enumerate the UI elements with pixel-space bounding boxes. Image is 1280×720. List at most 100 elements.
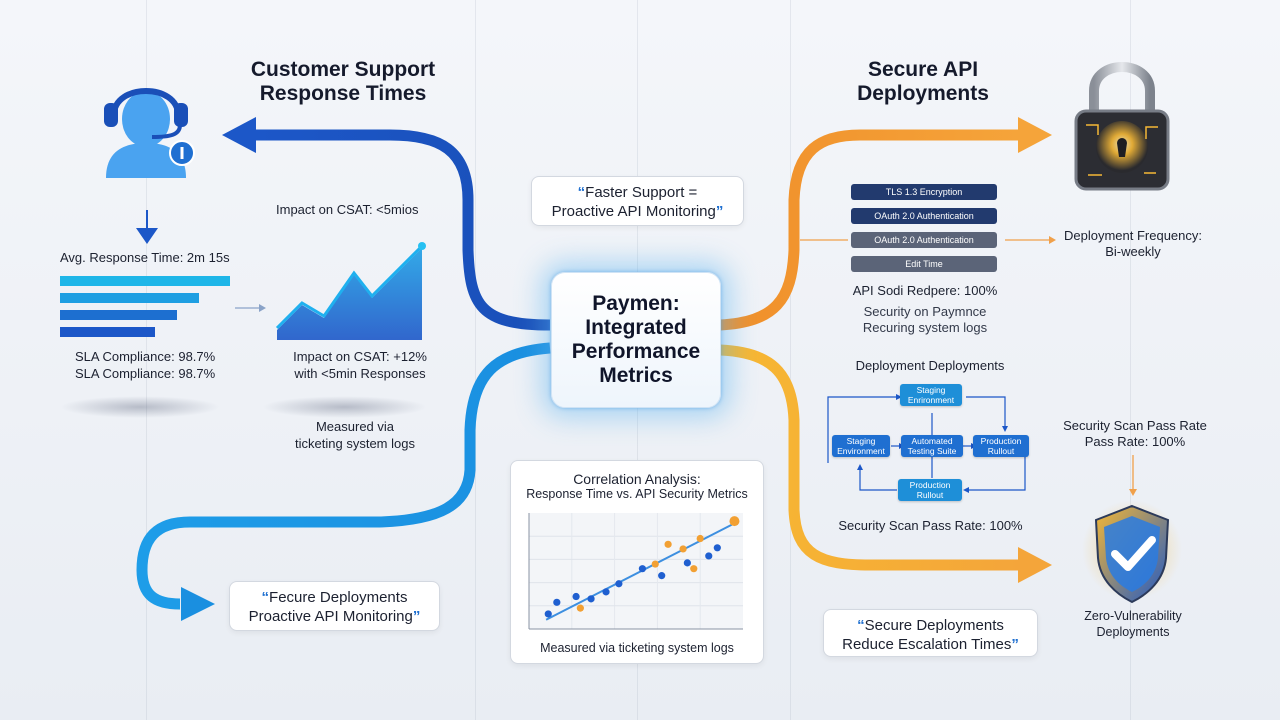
scan-line: Security Scan Pass Rate <box>1063 418 1207 433</box>
measured-line: Measured via <box>315 419 395 434</box>
heading-line: Customer Support <box>250 58 436 81</box>
scatter-point <box>651 560 659 568</box>
scatter-point <box>729 516 740 527</box>
ribbon-support <box>255 129 551 331</box>
deploy-freq-line: Deployment Frequency: <box>1063 228 1202 243</box>
arrow-down-icon <box>136 210 158 244</box>
impact-top-label: Impact on CSAT: <5mios <box>276 202 419 217</box>
ribbon-secure-api <box>719 129 1020 331</box>
sla-line: SLA Compliance: 98.7% <box>75 366 216 381</box>
scatter-point <box>572 592 580 601</box>
quote-open-icon: “ <box>857 617 865 634</box>
quote-open-icon: “ <box>261 589 270 606</box>
quote-secure-deployments: “Secure Deployments Reduce Escalation Ti… <box>823 609 1038 657</box>
arrow-right-head <box>181 587 215 621</box>
padlock-icon <box>1074 62 1170 191</box>
background-guide-line <box>146 0 147 720</box>
chart-title: Correlation Analysis: <box>573 471 701 487</box>
scatter-point <box>713 544 721 552</box>
scatter-point <box>576 604 584 612</box>
stack-item: TLS 1.3 Encryption <box>851 184 997 200</box>
pipeline-connectors <box>827 394 1026 493</box>
scatter-point <box>658 572 666 580</box>
quote-faster-support: “Faster Support = Proactive API Monitori… <box>531 176 744 226</box>
connector-arrowhead <box>1129 489 1137 496</box>
ribbon-deploy-quote <box>136 342 551 610</box>
scan-pass-rate: Security Scan Pass Rate: 100% <box>838 518 1023 533</box>
quote-line: Proactive API Monitoring <box>551 203 716 220</box>
zero-vuln-line: Zero-Vulnerability <box>1084 609 1182 623</box>
impact-line: with <5min Responses <box>294 366 426 381</box>
scatter-point <box>683 559 691 567</box>
connector-arrowhead <box>259 304 266 312</box>
scatter-plot <box>528 513 743 630</box>
pipeline-step-production: Production Rullout <box>973 435 1029 457</box>
avg-response-label: Avg. Response Time: 2m 15s <box>60 250 230 265</box>
api-status-label: API Sodi Redpere: 100% <box>852 283 998 298</box>
shield-check-icon <box>1082 500 1182 604</box>
measured-line: ticketing system logs <box>295 436 415 451</box>
scatter-point <box>679 545 687 553</box>
quote-line: Fecure Deployments <box>269 589 408 606</box>
chart-caption: Measured via ticketing system logs <box>540 641 734 655</box>
connector-arrowhead <box>1049 236 1056 244</box>
chart-subtitle: Response Time vs. API Security Metrics <box>526 487 748 501</box>
quote-line: Faster Support = <box>585 184 698 201</box>
arrow-left-head <box>222 117 256 153</box>
scatter-point <box>664 540 672 548</box>
scatter-point <box>638 565 647 573</box>
support-heading: Customer Support Response Times <box>218 58 468 106</box>
scatter-point <box>705 552 713 560</box>
zero-vuln-line: Deployments <box>1096 625 1170 639</box>
security-scan-label: Security Scan Pass Rate Pass Rate: 100% <box>1050 418 1220 450</box>
security-note: Security on Paymnce Recuring system logs <box>840 304 1010 336</box>
correlation-chart-card: Correlation Analysis: Response Time vs. … <box>510 460 764 664</box>
scatter-point <box>690 565 698 573</box>
scatter-point <box>696 534 704 543</box>
trend-area-icon <box>275 242 426 340</box>
center-title: Paymen: Integrated Performance Metrics <box>571 292 701 387</box>
background-guide-line <box>790 0 791 720</box>
scatter-point <box>553 598 561 606</box>
pipeline-title: Deployment Deployments <box>855 358 1005 373</box>
background-guide-line <box>475 0 476 720</box>
background-guide-line <box>1130 0 1131 720</box>
quote-line: Proactive API Monitoring <box>248 608 413 625</box>
quote-close-icon: ” <box>1011 636 1019 653</box>
quote-close-icon: ” <box>412 608 421 625</box>
zero-vuln-label: Zero-Vulnerability Deployments <box>1058 608 1208 640</box>
quote-close-icon: ” <box>715 203 724 220</box>
sla-line: SLA Compliance: 98.7% <box>75 349 216 364</box>
quote-line: Secure Deployments <box>864 617 1004 634</box>
stack-item: Edit Time <box>851 256 997 272</box>
pipeline-step-testing: Automated Testing Suite <box>901 435 963 457</box>
scatter-point <box>615 580 623 588</box>
security-line: Security on Paymnce <box>863 304 987 319</box>
sla-compliance: SLA Compliance: 98.7% SLA Compliance: 98… <box>75 348 245 382</box>
heading-line: Response Times <box>259 82 427 105</box>
security-line: Recuring system logs <box>862 320 988 335</box>
heading-line: Secure API <box>867 58 979 81</box>
bar-shadow <box>60 396 220 418</box>
response-bar <box>60 293 200 303</box>
stack-item: OAuth 2.0 Authentication <box>851 232 997 248</box>
response-bar <box>60 310 178 320</box>
quote-open-icon: “ <box>577 184 586 201</box>
deployment-frequency: Deployment Frequency: Bi-weekly <box>1058 228 1208 260</box>
center-metrics-card: Paymen: Integrated Performance Metrics <box>551 272 721 408</box>
scatter-point <box>587 595 595 603</box>
headset-agent-icon <box>104 88 195 178</box>
quote-fecure-deployments: “Fecure Deployments Proactive API Monito… <box>229 581 440 631</box>
pipeline-step-staging-top: Staging Enrironment <box>900 384 962 406</box>
stack-item: OAuth 2.0 Authentication <box>851 208 997 224</box>
scatter-point <box>544 610 552 618</box>
arrow-right-head <box>1018 117 1052 153</box>
secure-api-heading: Secure API Deployments <box>808 58 1038 106</box>
deploy-freq-line: Bi-weekly <box>1105 244 1161 259</box>
pipeline-step-staging: Staging Environment <box>832 435 890 457</box>
response-bar <box>60 327 156 337</box>
quote-line: Reduce Escalation Times <box>842 636 1012 653</box>
measured-note: Measured via ticketing system logs <box>280 418 430 452</box>
pipeline-step-production-bottom: Production Rullout <box>898 479 962 501</box>
